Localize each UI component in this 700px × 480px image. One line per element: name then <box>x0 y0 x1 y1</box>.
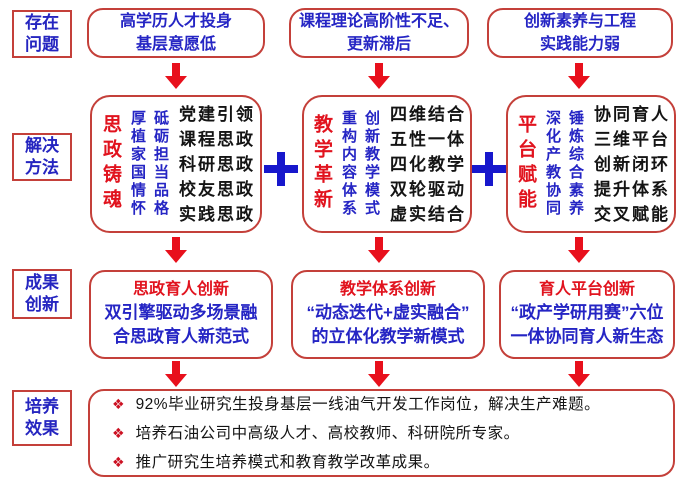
outcome-desc: “动态迭代+虚实融合” 的立体化教学新模式 <box>306 303 470 346</box>
solution-item: 提升体系 <box>594 179 670 199</box>
row-label-methods: 解决 方法 <box>12 133 72 181</box>
solution-box-3: 平台赋能 深化产教协同 锤炼综合素养 协同育人 三维平台 创新闭环 提升体系 交… <box>506 95 676 233</box>
effect-item: ❖ 培养石油公司中高级人才、高校教师、科研院所专家。 <box>112 419 520 448</box>
solution-pillar: 锤炼综合素养 <box>567 110 584 218</box>
row-label-outcomes: 成果 创新 <box>12 269 72 319</box>
solution-item: 双轮驱动 <box>390 179 466 199</box>
effect-text: 92%毕业研究生投身基层一线油气开发工作岗位，解决生产难题。 <box>135 395 601 413</box>
solution-pillar: 创新教学模式 <box>363 110 380 218</box>
arrow-down-icon <box>165 237 187 263</box>
outcome-desc: 双引擎驱动多场景融 合思政育人新范式 <box>104 303 258 346</box>
outcome-desc: “政产学研用赛”六位 一体协同育人新生态 <box>510 303 664 346</box>
solution-pillar: 砥砺担当品格 <box>152 110 169 218</box>
solution-theme: 思政铸魂 <box>100 114 121 214</box>
problem-box-2: 课程理论高阶性不足、 更新滞后 <box>289 8 469 58</box>
solution-item: 三维平台 <box>594 129 670 149</box>
solution-theme: 平台赋能 <box>515 114 536 214</box>
effects-box: ❖ 92%毕业研究生投身基层一线油气开发工作岗位，解决生产难题。 ❖ 培养石油公… <box>88 389 675 477</box>
solution-item: 虚实结合 <box>390 204 466 224</box>
arrow-down-icon <box>165 361 187 387</box>
solution-item: 创新闭环 <box>594 154 670 174</box>
diamond-bullet-icon: ❖ <box>112 453 125 470</box>
arrow-down-icon <box>368 237 390 263</box>
arrow-down-icon <box>368 63 390 89</box>
effect-text: 培养石油公司中高级人才、高校教师、科研院所专家。 <box>135 424 520 442</box>
solution-item: 交叉赋能 <box>594 204 670 224</box>
solution-item: 党建引领 <box>179 104 255 124</box>
arrow-down-icon <box>165 63 187 89</box>
effect-text: 推广研究生培养模式和教育教学改革成果。 <box>135 453 440 471</box>
plus-icon <box>472 152 506 186</box>
solution-theme: 教学革新 <box>311 114 332 214</box>
solution-item: 课程思政 <box>179 129 255 149</box>
problem-box-3: 创新素养与工程 实践能力弱 <box>487 8 673 58</box>
solution-item: 五性一体 <box>390 129 466 149</box>
arrow-down-icon <box>568 63 590 89</box>
effect-item: ❖ 推广研究生培养模式和教育教学改革成果。 <box>112 448 440 477</box>
row-label-effects: 培养 效果 <box>12 390 72 446</box>
solution-item: 四维结合 <box>390 104 466 124</box>
solution-item: 校友思政 <box>179 179 255 199</box>
solution-item: 四化教学 <box>390 154 466 174</box>
row-label-problems: 存在 问题 <box>12 10 72 58</box>
diamond-bullet-icon: ❖ <box>112 424 125 441</box>
outcome-title: 育人平台创新 <box>538 281 635 298</box>
solution-item-list: 党建引领 课程思政 科研思政 校友思政 实践思政 <box>179 102 255 227</box>
solution-pillar: 重构内容体系 <box>340 110 357 218</box>
outcome-box-3: 育人平台创新 “政产学研用赛”六位 一体协同育人新生态 <box>499 270 675 359</box>
solution-item: 协同育人 <box>594 104 670 124</box>
arrow-down-icon <box>368 361 390 387</box>
arrow-down-icon <box>568 237 590 263</box>
outcome-box-2: 教学体系创新 “动态迭代+虚实融合” 的立体化教学新模式 <box>291 270 485 359</box>
solution-box-1: 思政铸魂 厚植家国情怀 砥砺担当品格 党建引领 课程思政 科研思政 校友思政 实… <box>90 95 262 233</box>
outcome-box-1: 思政育人创新 双引擎驱动多场景融 合思政育人新范式 <box>89 270 273 359</box>
outcome-title: 教学体系创新 <box>339 281 436 298</box>
arrow-down-icon <box>568 361 590 387</box>
problem-box-1: 高学历人才投身 基层意愿低 <box>87 8 265 58</box>
plus-icon <box>264 152 298 186</box>
solution-item: 实践思政 <box>179 204 255 224</box>
solution-item-list: 协同育人 三维平台 创新闭环 提升体系 交叉赋能 <box>594 102 670 227</box>
solution-item: 科研思政 <box>179 154 255 174</box>
diamond-bullet-icon: ❖ <box>112 395 125 412</box>
outcome-title: 思政育人创新 <box>132 281 229 298</box>
solution-box-2: 教学革新 重构内容体系 创新教学模式 四维结合 五性一体 四化教学 双轮驱动 虚… <box>302 95 472 233</box>
effect-item: ❖ 92%毕业研究生投身基层一线油气开发工作岗位，解决生产难题。 <box>112 390 600 419</box>
solution-item-list: 四维结合 五性一体 四化教学 双轮驱动 虚实结合 <box>390 102 466 227</box>
solution-pillar: 深化产教协同 <box>544 110 561 218</box>
solution-pillar: 厚植家国情怀 <box>129 110 146 218</box>
